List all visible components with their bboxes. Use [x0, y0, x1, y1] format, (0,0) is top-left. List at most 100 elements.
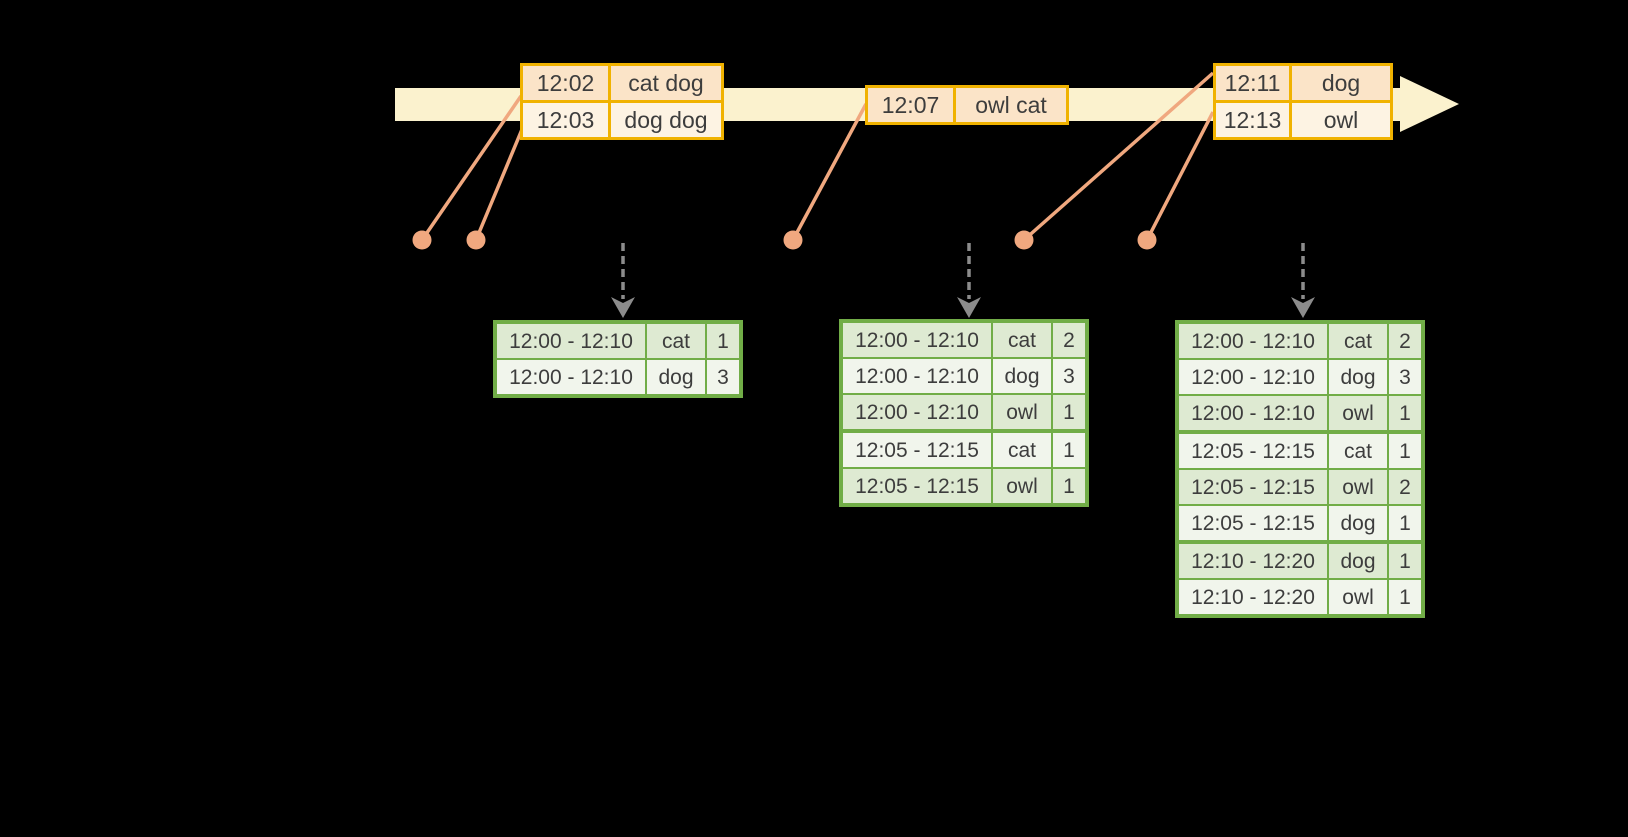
window-cell: 12:00 - 12:10: [1179, 324, 1327, 358]
trigger-arrows: [611, 243, 1315, 318]
word-cell: dog: [647, 360, 705, 394]
event-dot-icon: [412, 230, 432, 250]
window-cell: 12:00 - 12:10: [497, 360, 645, 394]
word-cell: dog: [1329, 360, 1387, 394]
trigger-arrow-head-icon: [611, 297, 635, 318]
event-words-cell: dog: [1292, 66, 1390, 100]
word-cell: owl: [1329, 470, 1387, 504]
window-cell: 12:05 - 12:15: [843, 469, 991, 503]
event-connector-line: [420, 95, 523, 241]
window-group: 12:00 - 12:10 cat 1 12:00 - 12:10 dog 3: [497, 324, 739, 394]
event-row: 12:13 owl: [1216, 103, 1390, 137]
word-cell: owl: [993, 469, 1051, 503]
window-group: 12:05 - 12:15 cat 1 12:05 - 12:15 owl 1: [843, 433, 1085, 503]
result-row: 12:05 - 12:15 owl 2: [1179, 470, 1421, 504]
word-cell: cat: [1329, 434, 1387, 468]
event-dot-icon: [1014, 230, 1034, 250]
event-time-cell: 12:02: [523, 66, 608, 100]
word-cell: cat: [647, 324, 705, 358]
event-time-cell: 12:07: [868, 88, 953, 122]
window-cell: 12:00 - 12:10: [1179, 360, 1327, 394]
count-cell: 3: [1389, 360, 1421, 394]
window-cell: 12:00 - 12:10: [1179, 396, 1327, 430]
result-row: 12:10 - 12:20 dog 1: [1179, 544, 1421, 578]
window-cell: 12:10 - 12:20: [1179, 544, 1327, 578]
count-cell: 1: [1053, 469, 1085, 503]
result-row: 12:00 - 12:10 cat 2: [1179, 324, 1421, 358]
event-words-cell: owl: [1292, 103, 1390, 137]
event-words-cell: cat dog: [611, 66, 721, 100]
result-row: 12:00 - 12:10 cat 1: [497, 324, 739, 358]
result-row: 12:05 - 12:15 cat 1: [843, 433, 1085, 467]
count-cell: 1: [707, 324, 739, 358]
event-dot-icon: [1137, 230, 1157, 250]
window-group: 12:00 - 12:10 cat 2 12:00 - 12:10 dog 3 …: [843, 323, 1085, 429]
count-cell: 1: [1389, 544, 1421, 578]
window-group: 12:00 - 12:10 cat 2 12:00 - 12:10 dog 3 …: [1179, 324, 1421, 430]
event-table-2: 12:07 owl cat: [865, 85, 1069, 125]
result-row: 12:00 - 12:10 cat 2: [843, 323, 1085, 357]
event-connector-line: [1145, 111, 1215, 241]
count-cell: 1: [1389, 396, 1421, 430]
trigger-arrow-head-icon: [957, 297, 981, 318]
word-cell: owl: [1329, 396, 1387, 430]
window-cell: 12:05 - 12:15: [1179, 470, 1327, 504]
trigger-arrow-head-icon: [1291, 297, 1315, 318]
window-cell: 12:00 - 12:10: [843, 359, 991, 393]
word-cell: cat: [1329, 324, 1387, 358]
event-dot-icon: [783, 230, 803, 250]
result-row: 12:00 - 12:10 dog 3: [497, 360, 739, 394]
event-words-cell: owl cat: [956, 88, 1066, 122]
result-row: 12:05 - 12:15 cat 1: [1179, 434, 1421, 468]
event-table-3: 12:11 dog 12:13 owl: [1213, 63, 1393, 140]
count-cell: 1: [1053, 433, 1085, 467]
word-cell: cat: [993, 433, 1051, 467]
result-row: 12:05 - 12:15 dog 1: [1179, 506, 1421, 540]
count-cell: 3: [707, 360, 739, 394]
event-dots: [412, 230, 1157, 250]
event-connector-line: [474, 126, 525, 241]
event-row: 12:02 cat dog: [523, 66, 721, 100]
event-row: 12:07 owl cat: [868, 88, 1066, 122]
result-row: 12:05 - 12:15 owl 1: [843, 469, 1085, 503]
event-connector-line: [791, 103, 868, 241]
result-row: 12:00 - 12:10 owl 1: [1179, 396, 1421, 430]
event-time-cell: 12:11: [1216, 66, 1289, 100]
event-dot-icon: [466, 230, 486, 250]
event-row: 12:11 dog: [1216, 66, 1390, 100]
window-cell: 12:00 - 12:10: [843, 323, 991, 357]
word-cell: dog: [993, 359, 1051, 393]
event-time-cell: 12:03: [523, 103, 608, 137]
count-cell: 2: [1389, 324, 1421, 358]
result-row: 12:10 - 12:20 owl 1: [1179, 580, 1421, 614]
count-cell: 1: [1389, 580, 1421, 614]
event-table-1: 12:02 cat dog 12:03 dog dog: [520, 63, 724, 140]
word-cell: owl: [993, 395, 1051, 429]
word-cell: dog: [1329, 544, 1387, 578]
window-cell: 12:10 - 12:20: [1179, 580, 1327, 614]
result-row: 12:00 - 12:10 dog 3: [843, 359, 1085, 393]
event-words-cell: dog dog: [611, 103, 721, 137]
timeline-arrowhead-icon: [1400, 76, 1459, 132]
count-cell: 1: [1389, 434, 1421, 468]
result-row: 12:00 - 12:10 owl 1: [843, 395, 1085, 429]
result-table-2: 12:00 - 12:10 cat 2 12:00 - 12:10 dog 3 …: [839, 319, 1089, 507]
window-group: 12:05 - 12:15 cat 1 12:05 - 12:15 owl 2 …: [1179, 434, 1421, 540]
window-cell: 12:00 - 12:10: [843, 395, 991, 429]
word-cell: dog: [1329, 506, 1387, 540]
window-group: 12:10 - 12:20 dog 1 12:10 - 12:20 owl 1: [1179, 544, 1421, 614]
event-time-cell: 12:13: [1216, 103, 1289, 137]
window-cell: 12:00 - 12:10: [497, 324, 645, 358]
count-cell: 1: [1389, 506, 1421, 540]
word-cell: cat: [993, 323, 1051, 357]
count-cell: 2: [1389, 470, 1421, 504]
event-row: 12:03 dog dog: [523, 103, 721, 137]
count-cell: 1: [1053, 395, 1085, 429]
result-table-3: 12:00 - 12:10 cat 2 12:00 - 12:10 dog 3 …: [1175, 320, 1425, 618]
window-cell: 12:05 - 12:15: [1179, 434, 1327, 468]
result-table-1: 12:00 - 12:10 cat 1 12:00 - 12:10 dog 3: [493, 320, 743, 398]
count-cell: 3: [1053, 359, 1085, 393]
window-cell: 12:05 - 12:15: [843, 433, 991, 467]
result-row: 12:00 - 12:10 dog 3: [1179, 360, 1421, 394]
